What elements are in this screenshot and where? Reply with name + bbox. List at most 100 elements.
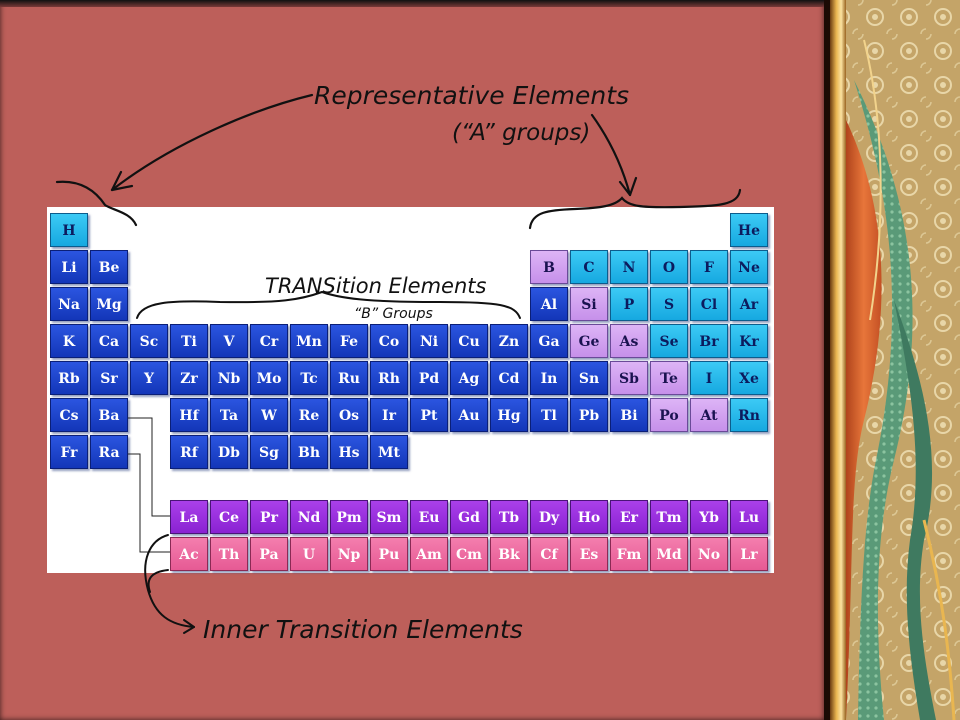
element-po: Po: [650, 398, 688, 432]
element-pb: Pb: [570, 398, 608, 432]
element-as: As: [610, 324, 648, 358]
element-be: Be: [90, 250, 128, 284]
element-am: Am: [410, 536, 448, 571]
element-mn: Mn: [290, 324, 328, 358]
element-cd: Cd: [490, 361, 528, 395]
element-rb: Rb: [50, 361, 88, 395]
element-yb: Yb: [690, 499, 728, 534]
element-rf: Rf: [170, 435, 208, 469]
element-lu: Lu: [730, 499, 768, 534]
element-v: V: [210, 324, 248, 358]
transition-subtitle: “B” Groups: [354, 306, 433, 322]
element-cr: Cr: [250, 324, 288, 358]
element-br: Br: [690, 324, 728, 358]
element-hf: Hf: [170, 398, 208, 432]
element-sm: Sm: [370, 499, 408, 534]
element-zn: Zn: [490, 324, 528, 358]
element-rn: Rn: [730, 398, 768, 432]
element-fr: Fr: [50, 435, 88, 469]
element-na: Na: [50, 287, 88, 321]
element-mg: Mg: [90, 287, 128, 321]
element-ba: Ba: [90, 398, 128, 432]
element-sb: Sb: [610, 361, 648, 395]
element-tm: Tm: [650, 499, 688, 534]
element-ga: Ga: [530, 324, 568, 358]
representative-annotation: [55, 93, 742, 230]
left-bracket: [55, 180, 138, 227]
element-cu: Cu: [450, 324, 488, 358]
element-kr: Kr: [730, 324, 768, 358]
f-block-connectors: [128, 417, 170, 553]
left-arrow: [110, 93, 314, 192]
element-u: U: [290, 536, 328, 571]
element-au: Au: [450, 398, 488, 432]
transition-bracket: [136, 290, 521, 319]
element-xe: Xe: [730, 361, 768, 395]
element-fe: Fe: [330, 324, 368, 358]
element-n: N: [610, 250, 648, 284]
element-es: Es: [570, 536, 608, 571]
element-ru: Ru: [330, 361, 368, 395]
element-cm: Cm: [450, 536, 488, 571]
element-te: Te: [650, 361, 688, 395]
element-pa: Pa: [250, 536, 288, 571]
right-bracket: [528, 188, 742, 230]
element-ta: Ta: [210, 398, 248, 432]
element-ne: Ne: [730, 250, 768, 284]
element-cl: Cl: [690, 287, 728, 321]
element-zr: Zr: [170, 361, 208, 395]
element-mt: Mt: [370, 435, 408, 469]
inner-transition-label: Inner Transition Elements: [203, 615, 523, 644]
element-re: Re: [290, 398, 328, 432]
element-hg: Hg: [490, 398, 528, 432]
element-nd: Nd: [290, 499, 328, 534]
element-f: F: [690, 250, 728, 284]
element-at: At: [690, 398, 728, 432]
annotation-layer: Representative Elements (“A” groups) TRA…: [55, 81, 742, 644]
element-o: O: [650, 250, 688, 284]
element-ge: Ge: [570, 324, 608, 358]
element-ac: Ac: [170, 536, 208, 571]
element-bh: Bh: [290, 435, 328, 469]
element-ho: Ho: [570, 499, 608, 534]
element-li: Li: [50, 250, 88, 284]
element-la: La: [170, 499, 208, 534]
element-db: Db: [210, 435, 248, 469]
element-sg: Sg: [250, 435, 288, 469]
element-w: W: [250, 398, 288, 432]
element-pm: Pm: [330, 499, 368, 534]
element-h: H: [50, 213, 88, 247]
element-fm: Fm: [610, 536, 648, 571]
element-ni: Ni: [410, 324, 448, 358]
element-tc: Tc: [290, 361, 328, 395]
element-bk: Bk: [490, 536, 528, 571]
element-er: Er: [610, 499, 648, 534]
element-mo: Mo: [250, 361, 288, 395]
element-lr: Lr: [730, 536, 768, 571]
element-cs: Cs: [50, 398, 88, 432]
element-ti: Ti: [170, 324, 208, 358]
element-pd: Pd: [410, 361, 448, 395]
element-bi: Bi: [610, 398, 648, 432]
element-sc: Sc: [130, 324, 168, 358]
element-hs: Hs: [330, 435, 368, 469]
element-pu: Pu: [370, 536, 408, 571]
element-ag: Ag: [450, 361, 488, 395]
element-co: Co: [370, 324, 408, 358]
element-ce: Ce: [210, 499, 248, 534]
decorative-border: [824, 0, 960, 720]
element-pt: Pt: [410, 398, 448, 432]
element-ir: Ir: [370, 398, 408, 432]
element-th: Th: [210, 536, 248, 571]
element-pr: Pr: [250, 499, 288, 534]
element-se: Se: [650, 324, 688, 358]
element-no: No: [690, 536, 728, 571]
element-tl: Tl: [530, 398, 568, 432]
element-p: P: [610, 287, 648, 321]
element-b: B: [530, 250, 568, 284]
element-rh: Rh: [370, 361, 408, 395]
element-gd: Gd: [450, 499, 488, 534]
element-tb: Tb: [490, 499, 528, 534]
